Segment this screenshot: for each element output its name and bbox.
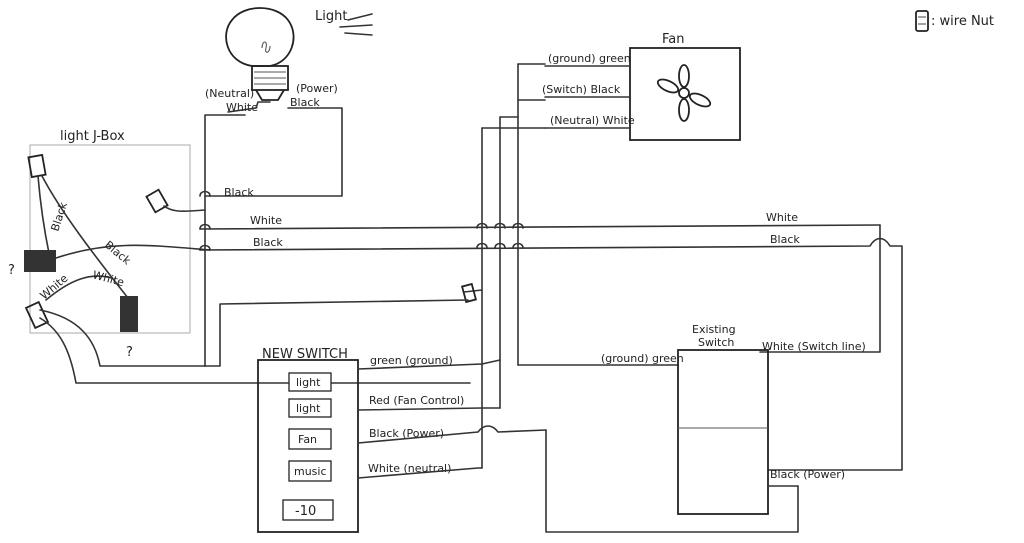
light-j-box: light J-Box Black Black ? White White ? [8, 129, 471, 384]
light-title: Light [315, 9, 347, 24]
new-switch-box [257, 359, 359, 533]
wiring-runs: Black White White Black Black [199, 63, 903, 533]
run-white-mid-label: White [250, 214, 282, 227]
existing-switch-white-label: White (Switch line) [762, 340, 866, 353]
wire-crossovers [199, 190, 524, 251]
wire-nut-icon [24, 250, 56, 272]
wire-nut-icon [24, 300, 50, 330]
new-switch: NEW SWITCH light light Fan music -10 gre… [257, 347, 547, 533]
light-black-label: Black [290, 96, 320, 109]
existing-switch-title-1: Existing [692, 323, 736, 336]
switch-button-dimmer[interactable] [282, 499, 334, 521]
run-black-mid-label: Black [253, 236, 283, 249]
wire-nut-icon [145, 188, 169, 214]
jbox-white-label-1: White [38, 272, 71, 303]
switch-button-light-2[interactable] [288, 398, 332, 418]
fan-icon [656, 64, 712, 122]
fan-switch-label: (Switch) Black [542, 83, 621, 96]
wire-nut-icon [460, 282, 478, 304]
existing-switch-title-2: Switch [698, 336, 734, 349]
new-switch-green-label: green (ground) [370, 354, 453, 367]
light-power-label: (Power) [296, 82, 338, 95]
switch-button-dimmer-label: -10 [295, 504, 316, 519]
light-fixture: Light (Neutral) White (Power) Black [205, 7, 373, 114]
switch-button-light-2-label: light [296, 402, 321, 415]
existing-switch-box [677, 349, 769, 515]
light-neutral-label: (Neutral) [205, 87, 254, 100]
wire-nut-icon [915, 10, 929, 32]
light-bulb-icon [225, 7, 295, 67]
fan-box [629, 47, 741, 141]
jbox-question-1: ? [8, 263, 15, 278]
wire-nut-icon [120, 296, 138, 332]
fan-ground-label: (ground) green [548, 52, 631, 65]
fan-neutral-label: (Neutral) White [550, 114, 635, 127]
jbox-white-label-2: White [91, 268, 125, 289]
jbox-title: light J-Box [60, 129, 125, 144]
legend: : wire Nut [915, 10, 994, 32]
switch-button-light-1-label: light [296, 376, 321, 389]
switch-button-music[interactable] [288, 460, 332, 482]
new-switch-title: NEW SWITCH [262, 347, 348, 362]
switch-button-fan-label: Fan [298, 433, 317, 446]
switch-button-light-1[interactable] [288, 372, 332, 392]
new-switch-red-label: Red (Fan Control) [369, 394, 464, 407]
wire-nut-icon [27, 153, 47, 179]
jbox-black-label-2: Black [102, 238, 134, 267]
switch-button-music-label: music [294, 465, 327, 478]
legend-text: : wire Nut [931, 14, 994, 29]
fan-title: Fan [662, 32, 685, 47]
run-black-right-label: Black [770, 233, 800, 246]
switch-button-fan[interactable] [288, 428, 332, 450]
existing-switch-ground-label: (ground) green [601, 352, 684, 365]
existing-switch-black-label: Black (Power) [770, 468, 845, 481]
run-black-top-label: Black [224, 186, 254, 199]
fan: Fan (ground) green (Switch) Black (Neutr… [542, 32, 741, 141]
run-white-right-label: White [766, 211, 798, 224]
jbox-question-2: ? [126, 345, 133, 360]
existing-switch: Existing Switch (ground) green White (Sw… [601, 323, 866, 515]
